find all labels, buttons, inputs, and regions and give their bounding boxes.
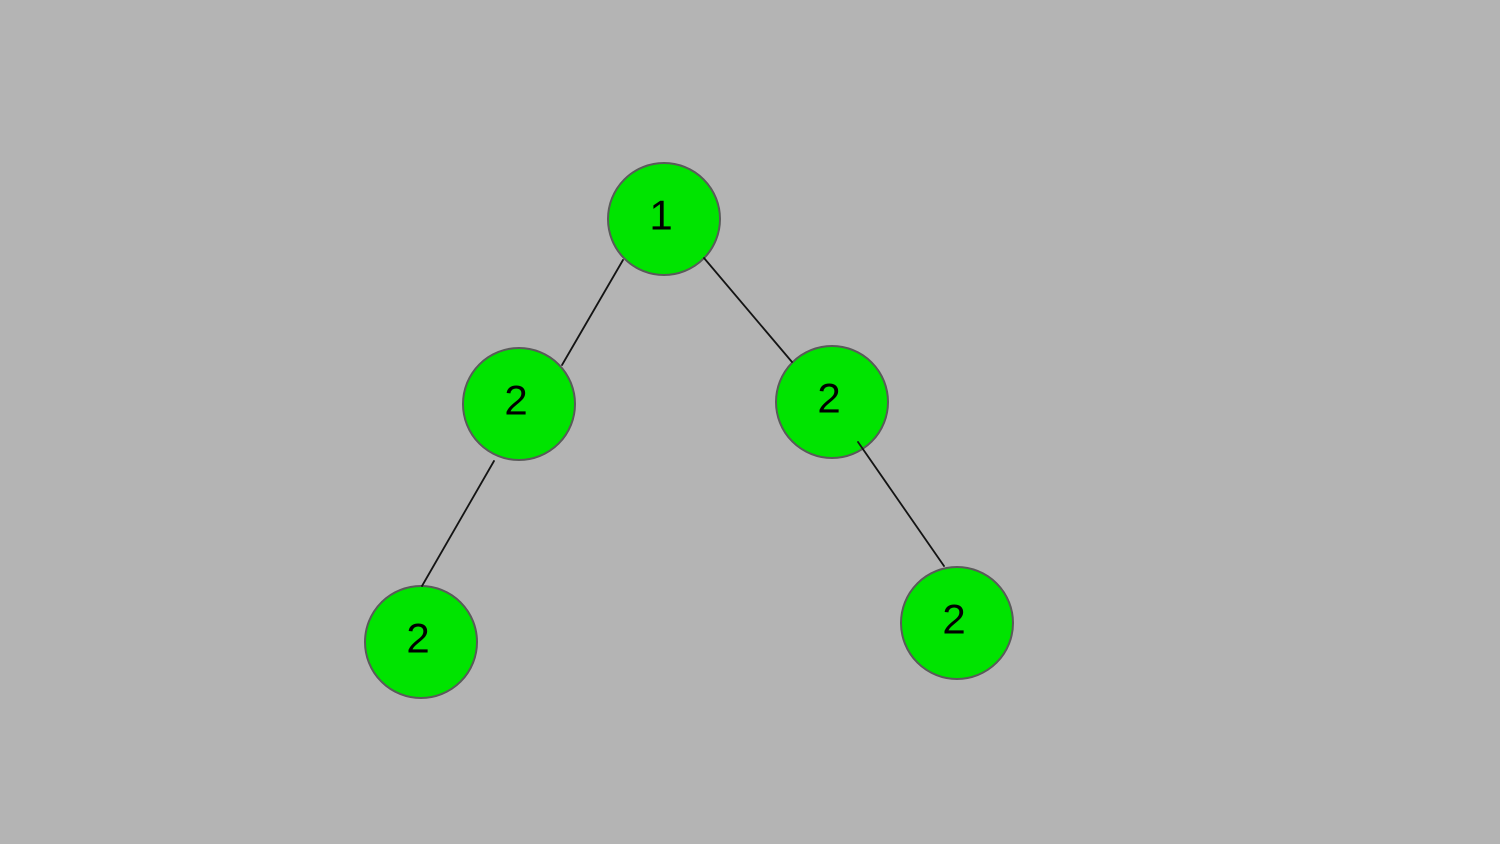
tree-edge-root-right-child <box>703 257 793 363</box>
edges-layer <box>421 257 945 587</box>
tree-edge-left-child-left-leaf <box>421 460 495 587</box>
tree-node-right-leaf[interactable]: 2 <box>900 566 1014 680</box>
node-circle-left-child[interactable] <box>462 347 576 461</box>
tree-edge-right-child-right-leaf <box>857 441 945 567</box>
node-circle-left-leaf[interactable] <box>364 585 478 699</box>
node-circle-right-leaf[interactable] <box>900 566 1014 680</box>
tree-edge-root-left-child <box>561 259 624 366</box>
tree-node-left-leaf[interactable]: 2 <box>364 585 478 699</box>
tree-node-right-child[interactable]: 2 <box>775 345 889 459</box>
node-circle-right-child[interactable] <box>775 345 889 459</box>
tree-node-left-child[interactable]: 2 <box>462 347 576 461</box>
node-circle-root[interactable] <box>607 162 721 276</box>
